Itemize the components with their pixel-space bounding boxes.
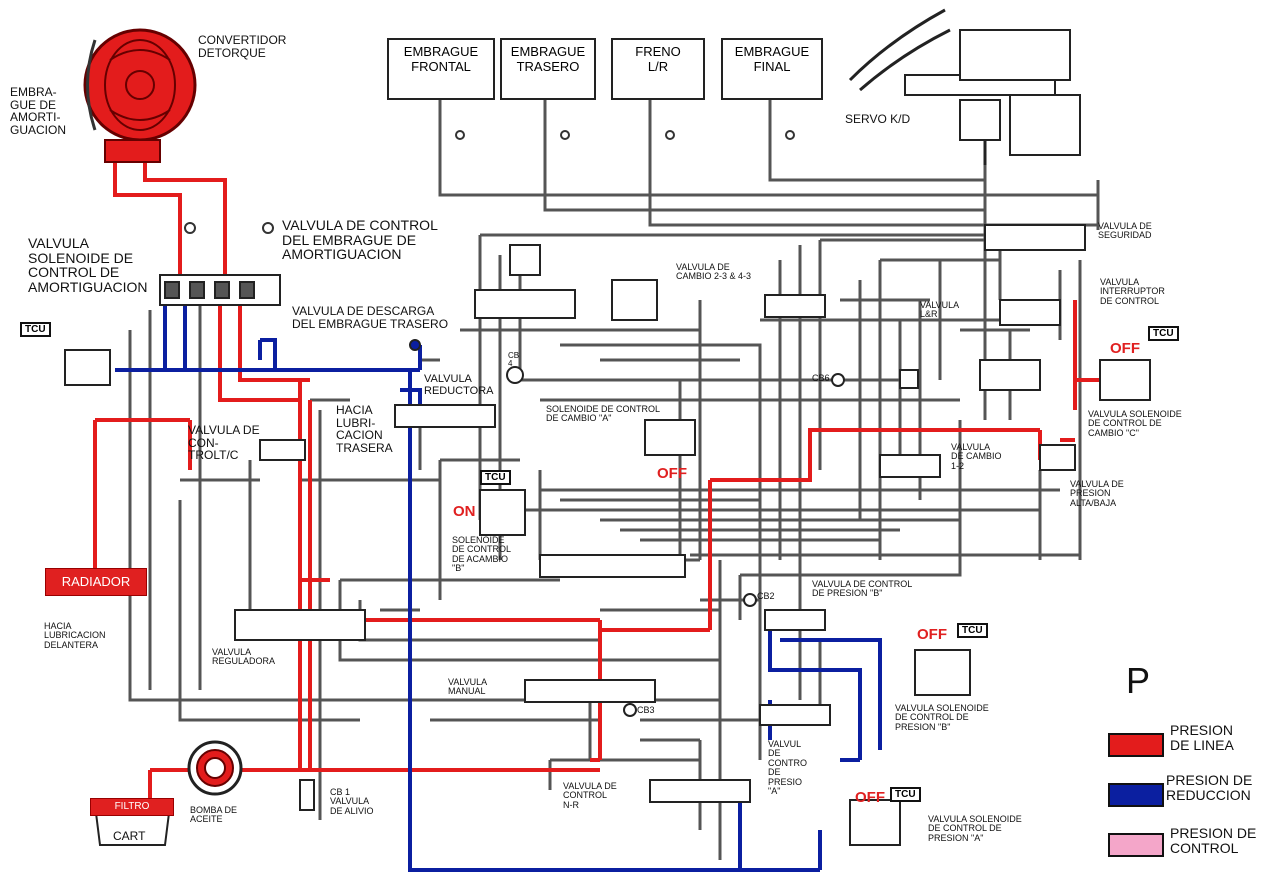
reduction-pressure-lines [115, 300, 882, 872]
state-pressure-a: OFF [855, 789, 885, 806]
tc-control-valve-label: VALVULA DE CON- TROLT/C [188, 423, 260, 463]
solenoid-b-label: SOLENOIDE DE CONTROL DE ACAMBIO "B" [452, 535, 512, 574]
shift-12-valve-label: VALVULA DE CAMBIO 1-2 [951, 442, 1002, 471]
rear-lube-label: HACIA LUBRI- CACION TRASERA [336, 403, 393, 455]
tcu-solenoid-c: TCU [1148, 326, 1179, 341]
clutch-final-label: EMBRAGUE FINAL [734, 44, 810, 74]
damper-clutch-label: EMBRA- GUE DE AMORTI- GUACION [10, 85, 67, 137]
solenoid-c-label: VALVULA SOLENOIDE DE CONTROL DE CAMBIO "… [1088, 409, 1182, 438]
legend-label-control: PRESION DE CONTROL [1170, 825, 1257, 856]
pressure-b-control-label: VALVULA DE CONTROL DE PRESION "B" [812, 579, 913, 599]
tcu-pressure-b: TCU [957, 623, 988, 638]
regulator-valve-label: VALVULA REGULADORA [212, 647, 276, 667]
high-low-valve-label: VALVULA DE PRESION ALTA/BAJA [1070, 479, 1124, 508]
pressure-a-control-label: VALVUL DE CONTRO DE PRESIO "A" [768, 739, 807, 797]
brake-lr: FRENO L/R [611, 38, 705, 100]
state-solenoid-c: OFF [1110, 340, 1140, 357]
cb2-label: CB2 [757, 591, 775, 601]
brake-lr-label: FRENO L/R [635, 44, 681, 74]
clutch-rear: EMBRAGUE TRASERO [500, 38, 596, 100]
solenoid-pressure-a-label: VALVULA SOLENOIDE DE CONTROL DE PRESION … [928, 814, 1022, 843]
cb6-label: CB6 [812, 373, 830, 383]
solenoid-pressure-b-label: VALVULA SOLENOIDE DE CONTROL DE PRESION … [895, 703, 989, 732]
tcu-pressure-a: TCU [890, 787, 921, 802]
state-pressure-b: OFF [917, 626, 947, 643]
legend-label-reduction: PRESION DE REDUCCION [1166, 772, 1253, 803]
neutral-lines [128, 95, 1100, 860]
switch-control-valve-label: VALVULA INTERRUPTOR DE CONTROL [1100, 277, 1165, 306]
state-solenoid-b: ON [453, 503, 476, 520]
tcu-damper: TCU [20, 322, 51, 337]
solenoid-damper-label: VALVULA SOLENOIDE DE CONTROL DE AMORTIGU… [28, 235, 148, 296]
oil-pump [187, 740, 243, 796]
servo-kd [848, 8, 1081, 165]
oil-pump-label: BOMBA DE ACEITE [190, 805, 238, 825]
filter: FILTRO [90, 798, 174, 816]
clutch-rear-label: EMBRAGUE TRASERO [510, 44, 586, 74]
reducer-valve-label: VALVULA REDUCTORA [424, 373, 494, 397]
damper-control-valve-label: VALVULA DE CONTROL DEL EMBRAGUE DE AMORT… [282, 217, 438, 263]
legend-swatch-reduction [1108, 783, 1164, 807]
state-solenoid-a: OFF [657, 465, 687, 482]
shift-23-valve-label: VALVULA DE CAMBIO 2-3 & 4-3 [676, 262, 752, 282]
legend-swatch-line [1108, 733, 1164, 757]
tcu-solenoid-b: TCU [480, 470, 511, 485]
servo-kd-label: SERVO K/D [845, 112, 911, 126]
torque-converter [83, 28, 197, 163]
front-lube-label: HACIA LUBRICACION DELANTERA [44, 621, 106, 650]
converter-label: CONVERTIDOR DETORQUE [198, 33, 287, 60]
solenoid-a-label: SOLENOIDE DE CONTROL DE CAMBIO "A" [546, 404, 661, 424]
legend-title: P [1126, 660, 1151, 701]
cb3-label: CB3 [637, 705, 655, 715]
clutch-front: EMBRAGUE FRONTAL [387, 38, 495, 100]
legend-label-line: PRESION DE LINEA [1170, 722, 1234, 753]
clutch-ports [184, 130, 795, 234]
control-nr-valve-label: VALVULA DE CONTROL N-R [563, 781, 617, 810]
rear-clutch-exhaust-label: VALVULA DE DESCARGA DEL EMBRAGUE TRASERO [292, 304, 449, 331]
lr-valve-label: VALVULA L&R [920, 300, 960, 320]
valve-bodies [64, 224, 1151, 846]
safety-valve-label: VALVULA DE SEGURIDAD [1098, 221, 1152, 241]
clutch-final: EMBRAGUE FINAL [721, 38, 823, 100]
cart-label: CART [113, 829, 146, 843]
radiator: RADIADOR [45, 568, 147, 596]
relief-valve-label: CB 1 VALVULA DE ALIVIO [330, 787, 374, 816]
legend-swatch-control [1108, 833, 1164, 857]
cb4-label: CB 4 [508, 351, 520, 369]
clutch-front-label: EMBRAGUE FRONTAL [403, 44, 479, 74]
manual-valve-label: VALVULA MANUAL [448, 677, 488, 697]
